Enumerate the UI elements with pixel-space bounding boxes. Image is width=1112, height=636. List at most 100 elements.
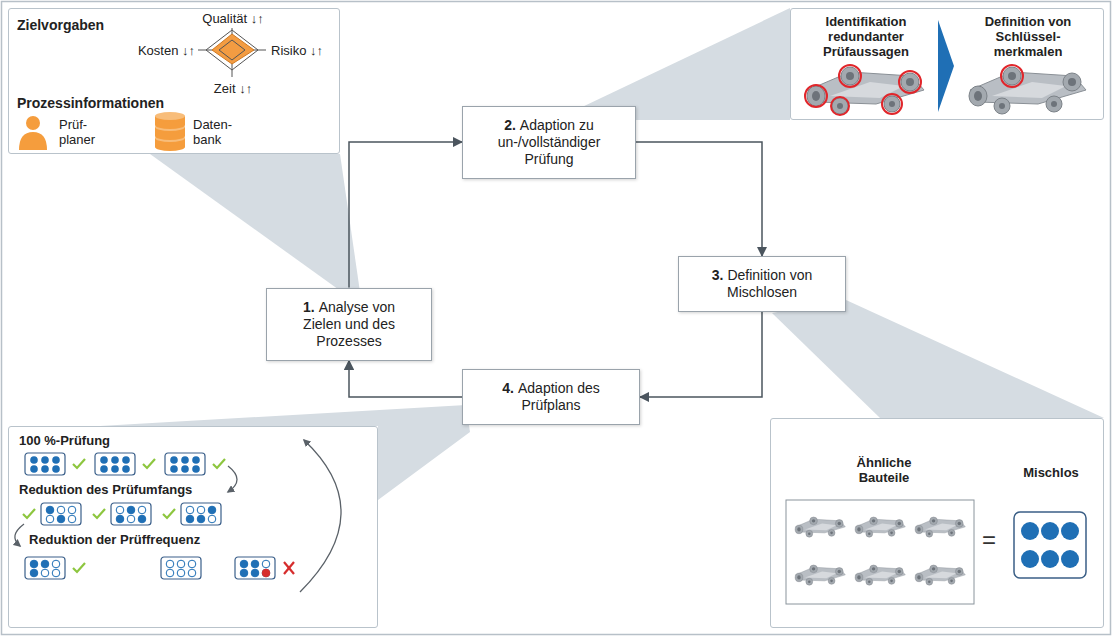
process-box: 2.Adaption zu un-/vollständiger Prüfung [462, 106, 636, 179]
database-icon [155, 121, 185, 129]
mixed-lot-card [1014, 512, 1086, 578]
callout-panel: Identifikation redundanter Prüfaussagen D… [790, 8, 1104, 120]
sample-card [25, 557, 65, 579]
callout-wedge [580, 8, 790, 120]
part-illustration [795, 517, 845, 537]
sample-card [30, 569, 38, 577]
sample-card [235, 557, 275, 579]
sample-card [116, 515, 124, 523]
parts-frame [786, 500, 974, 604]
sample-card [57, 515, 65, 523]
process-box: 3.Definition von Mischlosen [678, 256, 846, 312]
part-illustration [915, 565, 965, 585]
part-illustration [805, 65, 921, 115]
callout-panel: 100 %-PrüfungReduktion des PrüfumfangsRe… [8, 426, 378, 628]
callout-wedge [772, 300, 1104, 418]
part-illustration [831, 97, 849, 115]
panel-text: Daten- bank [193, 117, 241, 147]
part-illustration [855, 517, 905, 537]
mixed-lot-card [1021, 550, 1039, 568]
part-illustration [1001, 65, 1023, 87]
mixed-lot-card [1014, 512, 1086, 578]
sample-card [165, 453, 205, 475]
panel-text: Risiko ↓↑ [271, 43, 339, 58]
database-icon [155, 132, 185, 140]
check-mark [23, 509, 35, 518]
sample-card [251, 560, 259, 568]
panel-ground [8, 8, 1104, 628]
sample-card [25, 453, 65, 475]
database-icon [155, 112, 185, 120]
sample-card [161, 557, 201, 579]
callout-panel: Ähnliche BauteileMischlos [770, 418, 1104, 628]
part-illustration [899, 71, 921, 93]
part-illustration [805, 65, 924, 115]
panel-heading: Prozessinformationen [17, 95, 164, 111]
check-mark [73, 563, 85, 572]
cycle-arrow [15, 524, 24, 546]
part-illustration [795, 517, 965, 585]
sample-card [41, 503, 81, 525]
panel-ground [790, 8, 1104, 120]
sample-card [235, 557, 275, 579]
flow-arrow [349, 361, 462, 398]
sample-card [181, 503, 221, 525]
check-mark [23, 459, 225, 572]
flow-arrow [349, 142, 462, 288]
process-box: 4.Adaption des Prüfplans [462, 369, 640, 425]
process-box: 1.Analyse von Zielen und des Prozesses [266, 288, 432, 361]
panel-heading: Reduktion des Prüfumfangs [19, 482, 192, 497]
check-mark [143, 459, 155, 468]
sample-card [111, 503, 151, 525]
part-illustration [882, 94, 902, 114]
sample-card [208, 506, 216, 514]
flow-arrow [636, 142, 762, 256]
mixed-lot-card [1061, 522, 1079, 540]
sample-card [197, 515, 205, 523]
database-icon [155, 112, 185, 151]
panel-heading: 100 %-Prüfung [19, 433, 110, 448]
panel-heading: Zielvorgaben [17, 17, 104, 33]
panel-ground [8, 426, 378, 628]
panel-heading: Ähnliche Bauteile [839, 455, 929, 485]
panel-heading: Identifikation redundanter Prüfaussagen [811, 14, 921, 59]
sample-card [30, 560, 38, 568]
flow-arrow [640, 312, 762, 397]
part-illustration [839, 65, 861, 87]
fail-cross [284, 562, 294, 574]
step-number: 4. [502, 380, 514, 396]
sample-card [186, 515, 194, 523]
check-mark [93, 509, 105, 518]
radar-chart [206, 30, 258, 70]
part-illustration [969, 67, 1086, 114]
check-mark [213, 459, 225, 468]
database-icon [155, 143, 185, 151]
sample-card [95, 453, 135, 475]
mixed-lot-card [1061, 550, 1079, 568]
sample-card [25, 453, 275, 579]
sample-card [240, 560, 248, 568]
panel-heading: Definition von Schlüssel- merkmalen [978, 14, 1078, 59]
step-number: 2. [504, 117, 516, 133]
sample-card [25, 557, 65, 579]
panel-ground [770, 418, 1104, 628]
equals-sign: = [982, 526, 996, 554]
step-number: 3. [712, 267, 724, 283]
person-icon [19, 116, 47, 150]
step-text: Analyse von Zielen und des Prozesses [303, 299, 395, 349]
fail-cross [284, 562, 294, 574]
sample-card [127, 506, 135, 514]
cycle-arrow [15, 440, 341, 592]
person-icon [26, 116, 40, 130]
sample-card [251, 569, 259, 577]
panel-text: Prüf- planer [59, 117, 103, 147]
sample-card [240, 569, 248, 577]
sample-card [181, 503, 221, 525]
part-illustration [805, 85, 827, 107]
radar-chart [219, 40, 245, 60]
check-mark [163, 509, 175, 518]
mixed-lot-card [1021, 522, 1039, 540]
cycle-arrow [300, 440, 341, 592]
